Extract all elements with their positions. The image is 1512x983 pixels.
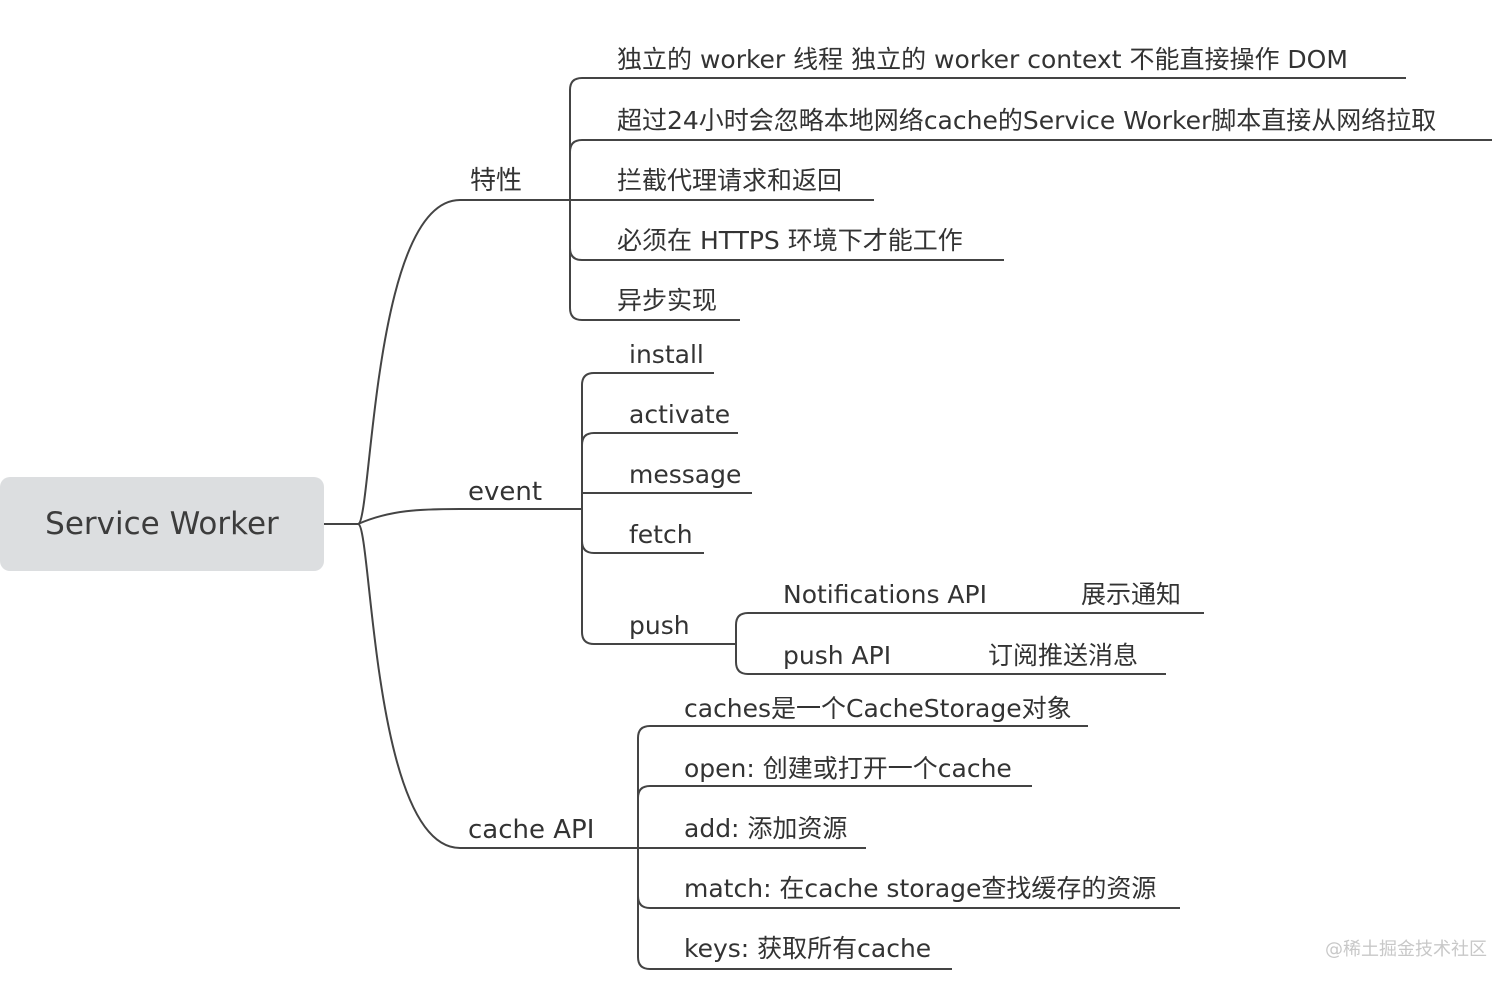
root-node[interactable]: Service Worker xyxy=(0,477,324,571)
cache-item[interactable]: keys: 获取所有cache xyxy=(684,934,932,963)
push-item-notifications-api[interactable]: Notifications API xyxy=(783,580,987,609)
event-underline-1 xyxy=(581,432,738,446)
push-underline-0 xyxy=(735,612,1204,644)
cache-item[interactable]: match: 在cache storage查找缓存的资源 xyxy=(684,874,1157,903)
cache-underline-0 xyxy=(637,725,1088,739)
feature-item[interactable]: 超过24小时会忽略本地网络cache的Service Worker脚本直接从网络… xyxy=(617,106,1437,135)
event-item-fetch[interactable]: fetch xyxy=(629,520,693,549)
branch-event-label[interactable]: event xyxy=(468,477,543,507)
feature-underline-1 xyxy=(569,139,1492,153)
connector-features xyxy=(357,199,570,525)
cache-item[interactable]: caches是一个CacheStorage对象 xyxy=(684,694,1072,723)
cache-underline-3 xyxy=(637,895,1180,909)
event-underline-3 xyxy=(581,540,704,554)
push-underline-1 xyxy=(735,644,1166,675)
feature-item[interactable]: 拦截代理请求和返回 xyxy=(617,166,843,195)
event-item-message[interactable]: message xyxy=(629,460,742,489)
branch-cache-api-label[interactable]: cache API xyxy=(468,815,595,845)
cache-underline-4 xyxy=(637,956,952,970)
connector-cache-api xyxy=(357,523,638,849)
push-item-push-api[interactable]: push API xyxy=(783,641,892,670)
event-item-activate[interactable]: activate xyxy=(629,400,731,429)
event-item-install[interactable]: install xyxy=(629,340,704,369)
feature-underline-0 xyxy=(569,77,1406,91)
push-item-push-note: 订阅推送消息 xyxy=(988,641,1139,670)
event-underline-0 xyxy=(581,372,714,386)
branch-features-label[interactable]: 特性 xyxy=(470,166,523,196)
feature-underline-3 xyxy=(569,247,1004,261)
event-underline-4 xyxy=(581,631,736,645)
cache-underline-1 xyxy=(637,785,1032,799)
feature-item[interactable]: 独立的 worker 线程 独立的 worker context 不能直接操作 … xyxy=(617,45,1348,74)
cache-item[interactable]: add: 添加资源 xyxy=(684,814,848,843)
feature-item[interactable]: 异步实现 xyxy=(617,286,718,315)
push-item-notifications-note: 展示通知 xyxy=(1081,580,1182,609)
cache-item[interactable]: open: 创建或打开一个cache xyxy=(684,754,1012,783)
feature-item[interactable]: 必须在 HTTPS 环境下才能工作 xyxy=(617,226,963,255)
watermark: @稀土掘金技术社区 xyxy=(1325,939,1487,960)
connector-event xyxy=(357,508,582,525)
feature-underline-4 xyxy=(569,307,740,321)
event-item-push[interactable]: push xyxy=(629,611,690,640)
